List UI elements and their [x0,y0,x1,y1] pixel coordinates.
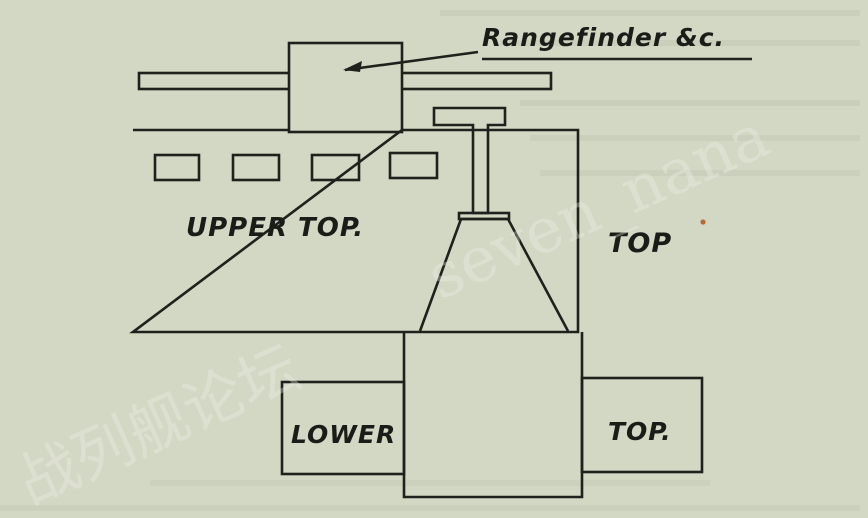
bleed-line [150,480,710,486]
leader-arrowhead [343,61,362,72]
bleed-line [520,100,860,106]
port-window-3 [310,153,361,182]
mast-tripod-legs [418,218,570,332]
rangefinder-label: Rangefinder &c. [482,23,725,52]
lower-label: LOWER [291,420,396,449]
top-label-lower-right: TOP. [608,417,672,446]
port-window-1 [153,153,201,182]
port-window-2 [231,153,281,182]
upper-top-outline [129,128,580,334]
bleed-line [530,135,860,141]
lower-top-right-box [580,376,704,474]
leader-line [344,50,479,72]
upper-top-label: UPPER TOP. [186,213,364,243]
port-window-4 [388,151,439,180]
bleed-line [500,40,860,46]
bleed-line [540,170,860,176]
lower-top-left-box [280,380,406,476]
bleed-line [0,505,860,511]
ink-speck [700,219,706,225]
rangefinder-tower [287,41,404,134]
bleed-line [440,10,860,16]
top-label-right: TOP [608,228,672,259]
